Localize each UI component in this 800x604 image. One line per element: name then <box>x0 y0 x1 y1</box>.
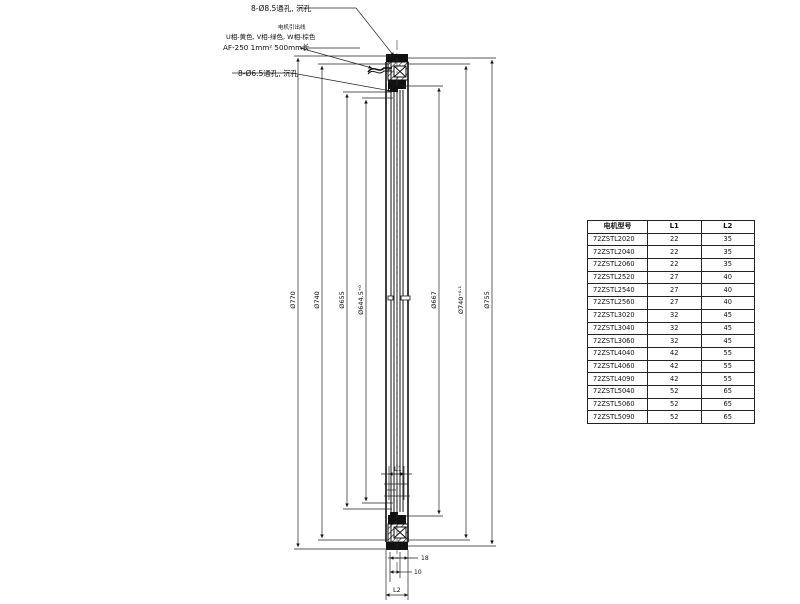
cell-model: 72ZSTL2520 <box>587 270 648 285</box>
cell-l2: 35 <box>700 232 755 247</box>
cell-l1: 52 <box>647 397 702 412</box>
cell-l2: 35 <box>700 245 755 260</box>
cell-l1: 22 <box>647 245 702 260</box>
cell-l1: 32 <box>647 334 702 348</box>
dim-l2: L2 <box>393 586 401 594</box>
cell-model: 72ZSTL2560 <box>587 296 648 310</box>
cell-l1: 32 <box>647 321 702 336</box>
cell-l1: 27 <box>647 283 702 298</box>
cell-l1: 22 <box>647 258 702 272</box>
cell-model: 72ZSTL5060 <box>587 397 648 412</box>
axial-dimensions <box>381 466 418 600</box>
cell-model: 72ZSTL2040 <box>587 245 648 260</box>
cell-l1: 27 <box>647 270 702 285</box>
dim-l1: L1 <box>394 465 402 473</box>
callout-cable-title: 电机引出线 <box>278 23 306 31</box>
cell-l1: 42 <box>647 346 702 361</box>
dim-d644: Ø644.5⁺⁰ <box>357 285 365 315</box>
cell-model: 72ZSTL5040 <box>587 384 648 399</box>
cell-model: 72ZSTL3020 <box>587 308 648 323</box>
dim-d655: Ø655 <box>338 291 346 309</box>
cell-model: 72ZSTL5090 <box>587 410 648 424</box>
cell-l1: 22 <box>647 232 702 247</box>
cell-l1: 32 <box>647 308 702 323</box>
callout-cable-spec: AF-250 1mm² 500mm长 <box>223 43 309 52</box>
callout-outer-screws: 8-Ø8.5通孔, 沉孔 <box>251 3 312 13</box>
cell-l2: 65 <box>700 397 755 412</box>
cell-l2: 35 <box>700 258 755 272</box>
motor-body <box>367 40 411 570</box>
cell-l2: 55 <box>700 372 755 386</box>
table-header-row: 电机型号 L1 L2 <box>587 220 755 234</box>
dim-d755: Ø755 <box>483 291 491 309</box>
callout-leaders <box>232 7 395 93</box>
right-dimensions <box>402 57 496 547</box>
table-header-l2: L2 <box>700 220 755 234</box>
dim-d740-tol: Ø740⁺⁰·¹ <box>457 285 465 314</box>
cell-model: 72ZSTL4060 <box>587 359 648 374</box>
cell-l1: 42 <box>647 359 702 374</box>
cell-l2: 45 <box>700 321 755 336</box>
left-dimensions <box>294 55 393 550</box>
dim-d740: Ø740 <box>313 291 321 309</box>
cell-model: 72ZSTL4090 <box>587 372 648 386</box>
callout-inner-screws: 8-Ø6.5通孔, 沉孔 <box>238 68 299 78</box>
dim-18: 18 <box>421 555 429 562</box>
cell-l2: 55 <box>700 346 755 361</box>
table-header-l1: L1 <box>647 220 702 234</box>
dim-d770: Ø770 <box>289 291 297 309</box>
cell-l1: 27 <box>647 296 702 310</box>
cell-model: 72ZSTL3040 <box>587 321 648 336</box>
dim-10: 10 <box>414 569 422 576</box>
cell-l2: 65 <box>700 384 755 399</box>
cell-l2: 65 <box>700 410 755 424</box>
cell-model: 72ZSTL2060 <box>587 258 648 272</box>
cell-l2: 45 <box>700 334 755 348</box>
cell-l2: 40 <box>700 296 755 310</box>
cell-l2: 40 <box>700 270 755 285</box>
cell-l2: 45 <box>700 308 755 323</box>
cell-l1: 52 <box>647 384 702 399</box>
cell-model: 72ZSTL2540 <box>587 283 648 298</box>
table-header-model: 电机型号 <box>587 220 648 234</box>
callout-cable-colors: U相-黄色, V相-绿色, W相-棕色 <box>226 32 316 41</box>
cell-l1: 52 <box>647 410 702 424</box>
cell-model: 72ZSTL4040 <box>587 346 648 361</box>
cell-model: 72ZSTL2020 <box>587 232 648 247</box>
cell-model: 72ZSTL3060 <box>587 334 648 348</box>
cell-l2: 40 <box>700 283 755 298</box>
cell-l2: 55 <box>700 359 755 374</box>
dim-d667: Ø667 <box>430 291 438 309</box>
cell-l1: 42 <box>647 372 702 386</box>
